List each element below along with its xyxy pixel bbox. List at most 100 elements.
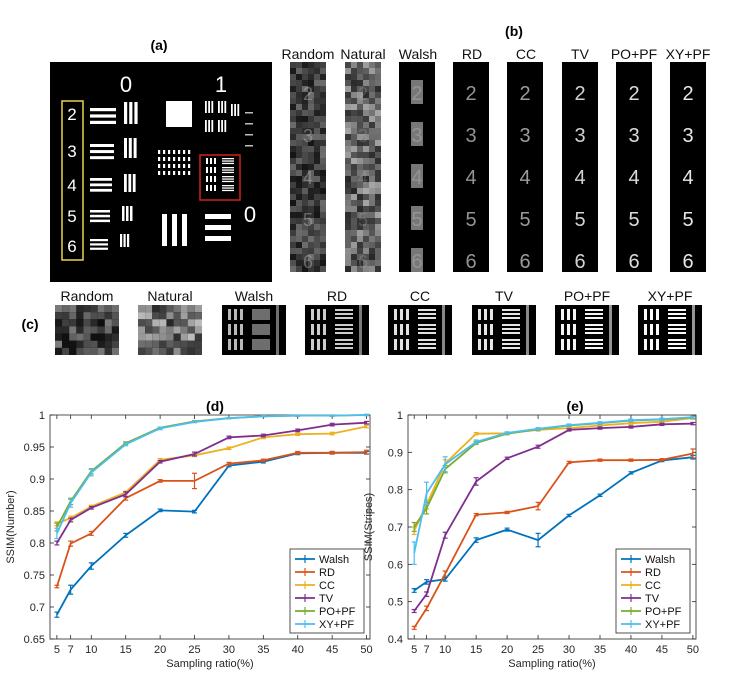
stripe-bar [418,328,436,330]
noise-block [351,122,357,128]
stripe-bar [609,305,612,355]
digit-strip [507,62,543,272]
noise-block [76,347,84,355]
noise-block [145,333,153,341]
target-bar [133,138,137,158]
noise-block [320,128,326,134]
noise-block [375,98,381,104]
noise-block [308,140,314,146]
noise-block [369,86,375,92]
method-label: RD [327,288,347,304]
target-bar [129,102,133,124]
noise-block [308,74,314,80]
noise-block [369,74,375,80]
noise-block [302,146,308,152]
strip-digit: 4 [574,167,585,189]
x-tick-label: 5 [411,644,417,656]
noise-block [375,134,381,140]
noise-block [290,266,296,272]
target-bar [168,157,171,161]
noise-block [375,254,381,260]
noise-block [290,224,296,230]
strip-digit: 4 [358,168,368,188]
noise-block [320,146,326,152]
noise-block [290,200,296,206]
target-bar [211,101,214,113]
noise-block [375,206,381,212]
noise-block [345,218,351,224]
noise-block [345,158,351,164]
noise-block [314,158,320,164]
noise-block [302,164,308,170]
target-bar [90,120,116,124]
strip-digit: 2 [358,84,368,104]
stripe-bar [335,339,353,341]
target-bar [206,158,208,164]
noise-block [159,312,167,320]
noise-block [302,158,308,164]
stripe-bar [240,324,243,335]
legend-label: XY+PF [645,619,680,631]
target-bar [224,120,227,132]
stripe-bar [585,347,603,349]
noise-block [369,116,375,122]
noise-block [180,319,188,327]
stripe-bar [668,324,686,326]
noise-block [296,68,302,74]
stripe-bar [335,328,353,330]
noise-block [320,230,326,236]
target-bar [188,150,191,154]
stripe-bar [418,347,436,349]
noise-block [345,86,351,92]
noise-block [62,319,70,327]
noise-block [104,347,112,355]
stripe-bar [692,305,695,355]
target-bar [158,150,161,154]
target-bar [178,150,181,154]
target-bar [90,243,108,246]
target-bar [127,234,130,247]
target-bar [210,176,212,182]
noise-block [314,248,320,254]
noise-block [345,74,351,80]
noise-block [345,164,351,170]
target-bar [188,171,191,175]
stripe-bar [502,343,520,345]
noise-block [302,116,308,122]
noise-block [363,164,369,170]
noise-block [345,80,351,86]
noise-block [159,305,167,313]
noise-block [302,104,308,110]
noise-block [152,319,160,327]
noise-block [351,266,357,272]
noise-block [351,110,357,116]
noise-block [320,182,326,188]
noise-block [320,116,326,122]
x-tick-label: 5 [54,644,60,656]
y-tick-label: 0.7 [388,522,403,534]
stripe-bar [400,324,403,335]
stripe-bar [394,309,397,320]
noise-block [357,218,363,224]
noise-block [363,266,369,272]
target-bar [163,150,166,154]
target-bar [178,157,181,161]
noise-block [375,260,381,266]
noise-block [138,347,146,355]
noise-block [345,128,351,134]
noise-block [314,176,320,182]
noise-block [363,146,369,152]
stripe-bar [668,347,686,349]
noise-block [351,74,357,80]
noise-block [296,206,302,212]
noise-block [320,110,326,116]
method-label: Random [61,288,114,304]
noise-block [351,140,357,146]
noise-block [369,236,375,242]
noise-block [290,62,296,68]
noise-block [314,206,320,212]
stripe-bar [394,324,397,335]
target-bar [90,247,108,250]
stripe-bar [317,309,320,320]
